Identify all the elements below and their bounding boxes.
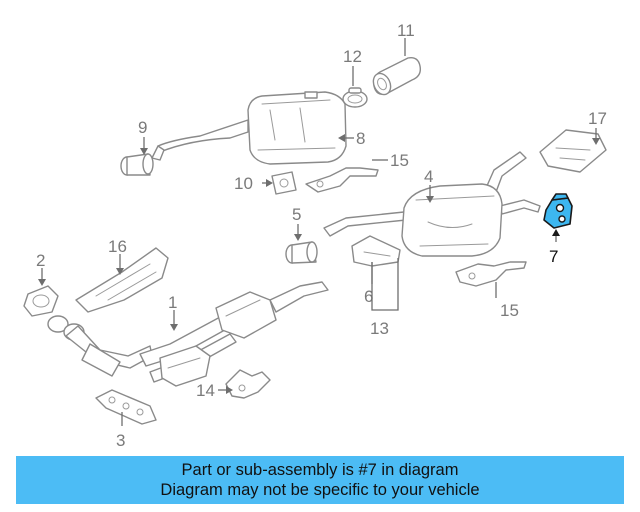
callout-14: 14 bbox=[196, 381, 215, 400]
callout-2: 2 bbox=[36, 251, 45, 270]
callout-15a: 15 bbox=[390, 151, 409, 170]
banner-line-2: Diagram may not be specific to your vehi… bbox=[160, 481, 480, 499]
leader-13 bbox=[371, 258, 399, 311]
part-6-bracket bbox=[351, 235, 401, 267]
callout-11: 11 bbox=[397, 21, 415, 40]
part-3-manifold-gasket bbox=[95, 389, 157, 425]
part-2-gasket bbox=[23, 285, 59, 317]
part-14-bracket bbox=[225, 369, 271, 399]
callout-10: 10 bbox=[234, 174, 253, 193]
callout-7: 7 bbox=[549, 247, 558, 266]
callout-8: 8 bbox=[356, 129, 365, 148]
part-5-flange bbox=[285, 241, 318, 264]
exhaust-system-diagram: 11 12 8 9 10 15 bbox=[23, 21, 607, 450]
callout-9: 9 bbox=[138, 118, 147, 137]
part-1-front-pipe bbox=[47, 281, 329, 387]
callout-17: 17 bbox=[588, 109, 607, 128]
part-12-clamp bbox=[342, 87, 368, 108]
callout-5: 5 bbox=[292, 205, 301, 224]
part-8-rear-muffler bbox=[151, 91, 347, 165]
part-10-hanger bbox=[271, 171, 297, 195]
callout-4: 4 bbox=[424, 167, 433, 186]
part-15-lower-bracket bbox=[455, 261, 527, 287]
part-17-heat-shield bbox=[539, 129, 607, 173]
info-banner: Part or sub-assembly is #7 in diagram Di… bbox=[16, 456, 624, 504]
callout-6: 6 bbox=[364, 287, 373, 306]
callout-13: 13 bbox=[370, 319, 389, 338]
callout-12: 12 bbox=[343, 47, 362, 66]
part-11-exhaust-tip bbox=[372, 56, 422, 96]
banner-line-1: Part or sub-assembly is #7 in diagram bbox=[181, 461, 459, 479]
callout-15b: 15 bbox=[500, 301, 519, 320]
callout-16: 16 bbox=[108, 237, 127, 256]
part-15-upper-bracket bbox=[305, 167, 379, 193]
part-16-heat-shield bbox=[75, 247, 169, 313]
callout-3: 3 bbox=[116, 431, 125, 450]
callout-1: 1 bbox=[168, 293, 177, 312]
part-9-flange bbox=[120, 153, 154, 176]
part-7-rubber-hanger bbox=[543, 193, 573, 229]
